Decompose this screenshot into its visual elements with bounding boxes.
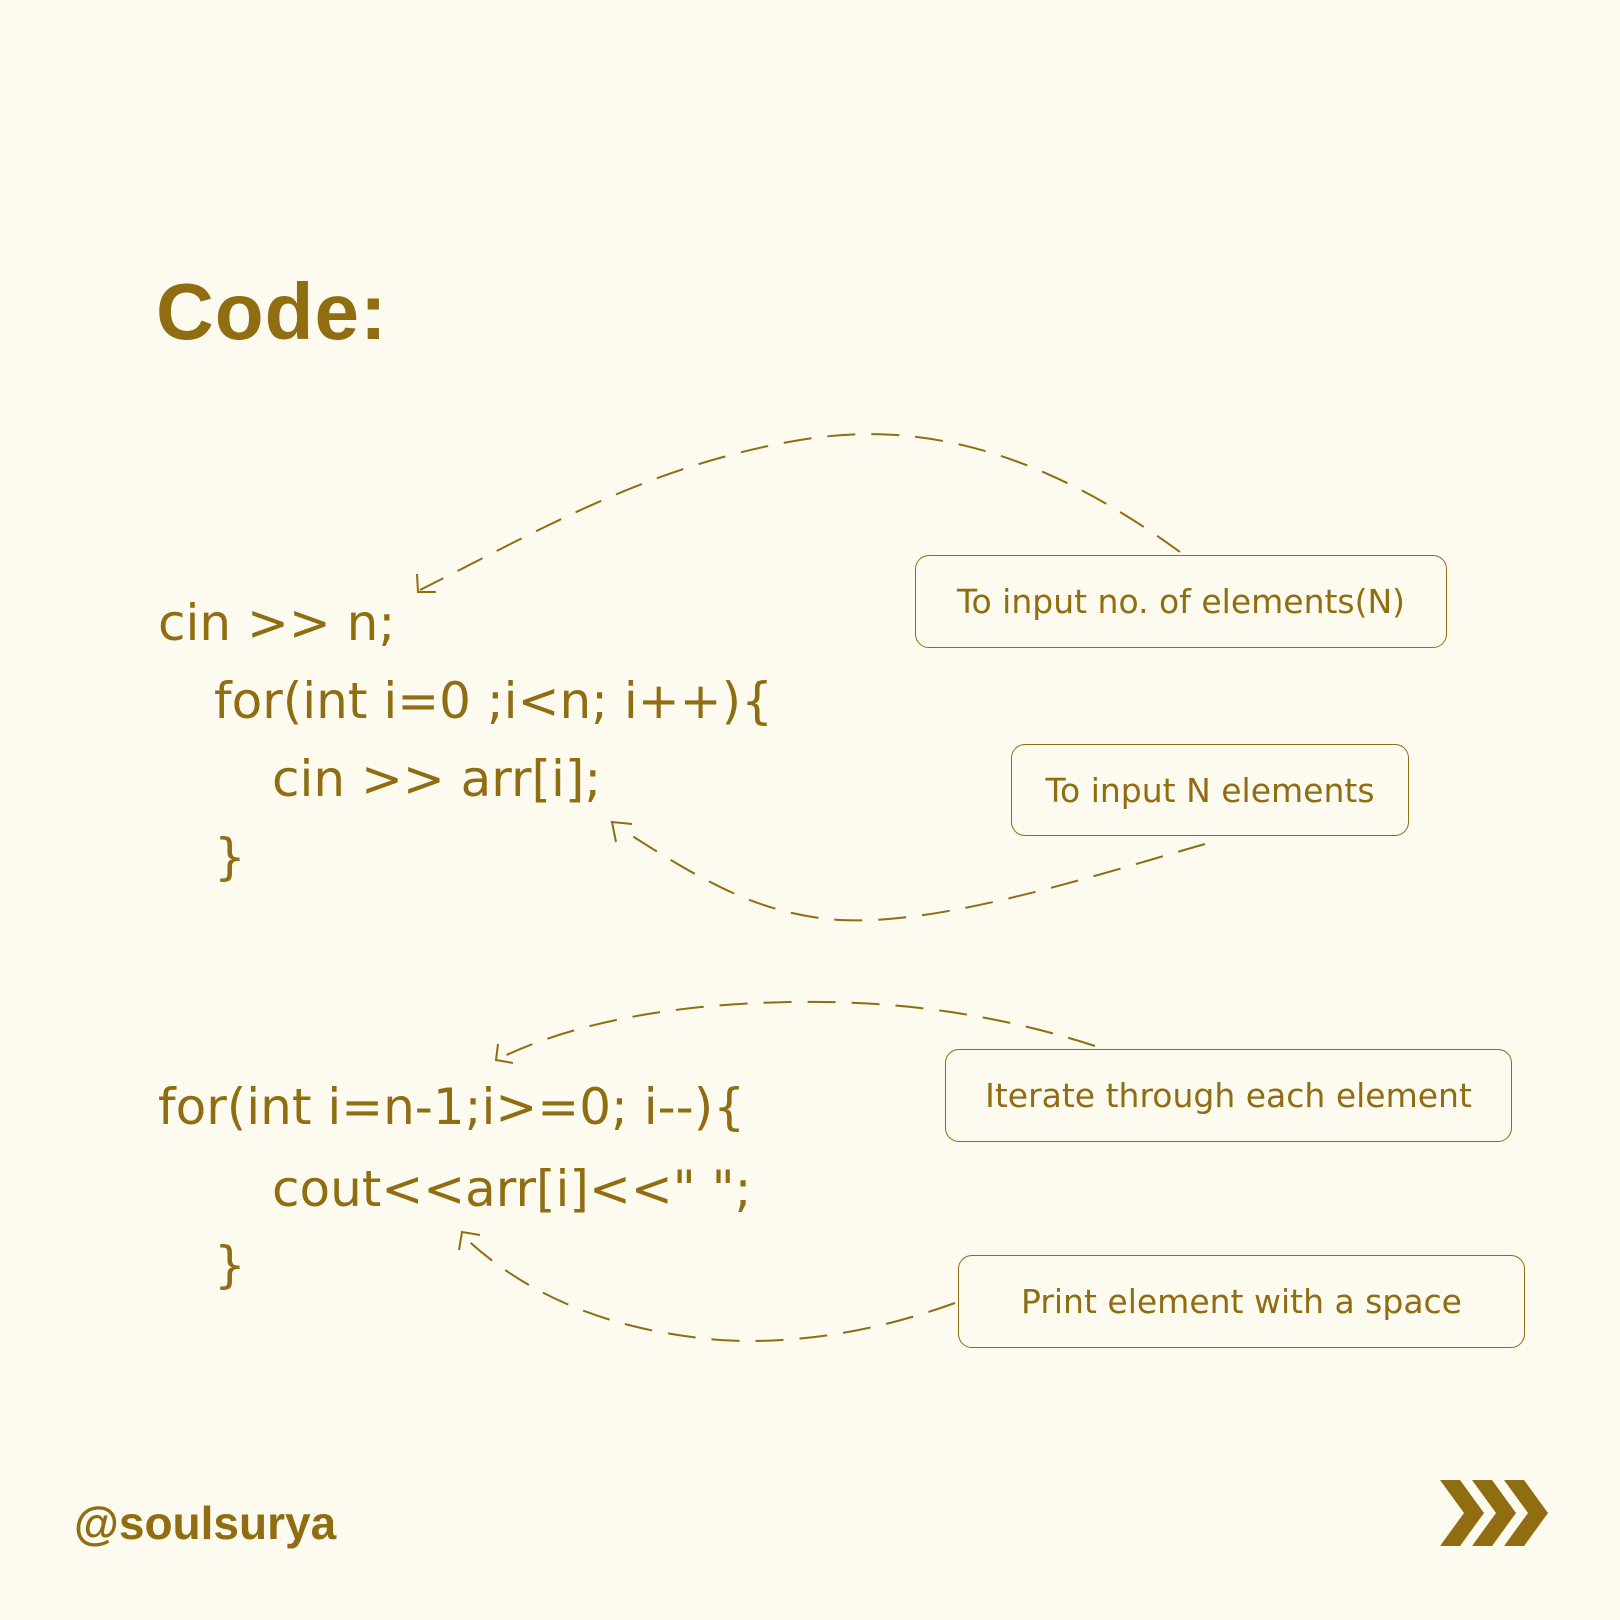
annotation-input-count-label: To input no. of elements(N)	[956, 582, 1406, 621]
arrowhead-print	[458, 1230, 481, 1251]
author-handle: @soulsurya	[74, 1497, 337, 1549]
code-line-cout: cout<<arr[i]<<" ";	[272, 1160, 752, 1218]
arrowhead-input-elements	[610, 820, 633, 843]
annotation-iterate: Iterate through each element	[945, 1049, 1512, 1142]
code-line-for-input: for(int i=0 ;i<n; i++){	[214, 672, 773, 730]
code-line-cin-n: cin >> n;	[158, 594, 396, 652]
annotation-iterate-label: Iterate through each element	[985, 1076, 1472, 1115]
annotation-print-label: Print element with a space	[1021, 1282, 1462, 1321]
annotation-input-elements: To input N elements	[1011, 744, 1409, 836]
code-line-for-reverse: for(int i=n-1;i>=0; i--){	[158, 1078, 746, 1136]
code-line-close-brace-2: }	[214, 1236, 246, 1294]
arrowhead-input-count	[416, 573, 436, 593]
code-line-close-brace-1: }	[214, 828, 246, 886]
annotation-print: Print element with a space	[958, 1255, 1525, 1348]
connector-arrow-input-elements	[619, 827, 1206, 922]
arrowhead-iterate	[494, 1043, 514, 1064]
annotation-input-count: To input no. of elements(N)	[915, 555, 1447, 648]
triple-chevron-right-icon[interactable]	[1440, 1480, 1552, 1546]
annotation-input-elements-label: To input N elements	[1045, 770, 1375, 810]
connector-arrow-print	[461, 1234, 956, 1342]
code-line-cin-arr: cin >> arr[i];	[272, 750, 602, 808]
page-title: Code:	[156, 267, 388, 356]
